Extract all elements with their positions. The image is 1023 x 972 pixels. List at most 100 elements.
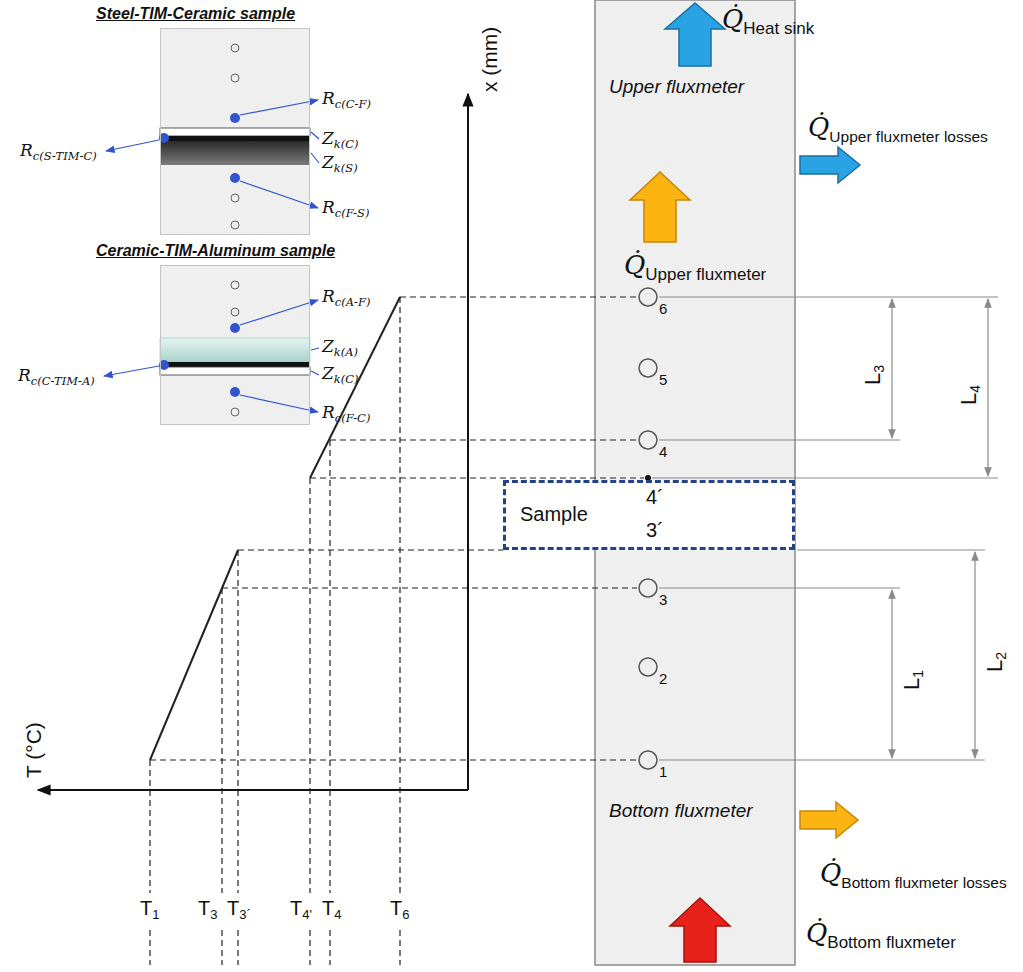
resistance-label: Z xyxy=(322,363,334,383)
dimension-line xyxy=(659,439,900,440)
projection-line xyxy=(221,588,222,893)
projection-line xyxy=(309,478,310,893)
heat-flow-label: Q̇Heat sink xyxy=(722,4,814,34)
thermocouple-number: 4 xyxy=(659,443,667,460)
dimension-label: L4 xyxy=(956,385,982,405)
resistance-label: R xyxy=(20,140,33,160)
dimension-label: L xyxy=(899,678,924,690)
dimension-line xyxy=(797,549,985,550)
subscript: k(S) xyxy=(334,161,358,175)
projection-line xyxy=(149,760,150,893)
dimension-label: L1 xyxy=(899,670,925,690)
inset-steel-ceramic xyxy=(159,113,240,183)
resistance-label: Rc(C-F) xyxy=(322,88,371,108)
inset-steel-ceramic xyxy=(311,153,319,163)
thermocouple-number: 1 xyxy=(659,763,667,781)
resistance-label: Zk(C) xyxy=(322,128,359,148)
inset-steel-ceramic xyxy=(231,74,239,82)
thermocouple-number: 2 xyxy=(659,670,667,688)
thermocouple-hole xyxy=(639,658,657,676)
sample-inset: Ceramic-TIM-Aluminum sample xyxy=(160,265,310,425)
axis-arrow xyxy=(467,94,469,790)
resistance-label: R xyxy=(322,197,335,217)
heat-flow-label: Q̇ xyxy=(722,4,743,34)
inset-steel-ceramic xyxy=(106,140,159,151)
subscript: Bottom fluxmeter losses xyxy=(841,874,1006,891)
heat-flow-arrow xyxy=(670,898,730,962)
projection-line xyxy=(330,439,637,440)
inset-ceramic-aluminum xyxy=(104,300,319,412)
temperature-label: T xyxy=(390,897,402,919)
heat-flow-label: Q̇Upper fluxmeter xyxy=(624,250,766,280)
resistance-label: Rc(A-F) xyxy=(322,286,370,306)
thermocouple-hole xyxy=(639,579,657,597)
dimension-label: L3 xyxy=(860,365,886,385)
temperature-label: T3´ xyxy=(227,897,251,920)
heat-flow-arrow xyxy=(800,802,858,838)
resistance-label: Zk(S) xyxy=(322,152,358,172)
subscript: c(A-F) xyxy=(335,295,371,309)
sample-inset: Steel-TIM-Ceramic sample xyxy=(160,28,310,235)
temperature-label: T4' xyxy=(290,897,312,920)
temperature-profile xyxy=(310,297,400,478)
temperature-label: T3 xyxy=(198,897,217,920)
heat-flow-label: Q̇ xyxy=(624,250,645,280)
subscript: c(F-S) xyxy=(335,206,370,220)
thermocouple-number: 3 xyxy=(659,591,667,609)
inset-ceramic-aluminum xyxy=(231,281,239,289)
temperature-label: T xyxy=(322,897,334,919)
dimension-line xyxy=(659,759,985,760)
subscript: 1 xyxy=(152,907,159,922)
temperature-profile xyxy=(150,297,400,760)
subscript: c(C-F) xyxy=(335,97,371,111)
projection-line xyxy=(221,930,222,965)
resistance-label: R xyxy=(322,402,335,422)
projection-line xyxy=(309,930,310,965)
thermocouple-hole xyxy=(639,288,657,306)
inset-steel-ceramic xyxy=(231,194,239,202)
inset-heading: Ceramic-TIM-Aluminum sample xyxy=(96,242,335,260)
dimension-label: L xyxy=(982,660,1007,672)
inset-ceramic-aluminum xyxy=(104,366,159,376)
axis-arrow xyxy=(38,789,468,791)
subscript: Upper fluxmeter losses xyxy=(829,128,988,145)
dimension-line xyxy=(891,590,892,758)
axis-label: T (°C) xyxy=(22,722,45,778)
subscript: Bottom fluxmeter xyxy=(827,933,956,952)
inset-ceramic-aluminum xyxy=(160,265,310,425)
resistance-label: Zk(A) xyxy=(322,336,358,356)
axis-label: x (mm) xyxy=(478,27,502,92)
inset-ceramic-aluminum xyxy=(159,323,240,397)
resistance-label: Rc(C-TIM-A) xyxy=(18,365,95,385)
inset-steel-ceramic xyxy=(160,141,310,165)
subscript: c(F-C) xyxy=(335,411,371,425)
inset-ceramic-aluminum xyxy=(231,408,239,416)
inset-ceramic-aluminum xyxy=(230,323,240,333)
subscript: Heat sink xyxy=(743,19,814,38)
box-label: Bottom fluxmeter xyxy=(609,800,753,822)
thermocouple-number: 6 xyxy=(659,300,667,318)
inset-heading: Steel-TIM-Ceramic sample xyxy=(96,5,295,23)
inset-steel-ceramic xyxy=(231,221,239,229)
subscript: 2 xyxy=(993,652,1009,660)
thermocouple-number: 5 xyxy=(659,371,667,388)
inset-steel-ceramic xyxy=(230,173,240,183)
dimension-line xyxy=(652,297,998,760)
box-label: 4´ xyxy=(646,486,664,509)
dimension-line xyxy=(659,296,998,297)
dimension-line xyxy=(987,299,988,476)
inset-steel-ceramic xyxy=(240,181,318,208)
resistance-label: Zk(C) xyxy=(322,363,359,383)
dimension-label: L2 xyxy=(982,652,1008,672)
box-label: 3´ xyxy=(646,519,664,542)
resistance-label: R xyxy=(322,88,335,108)
thermocouple-hole xyxy=(639,431,657,449)
projection-line xyxy=(399,930,400,965)
inset-ceramic-aluminum xyxy=(230,387,240,397)
heat-flow-label: Q̇ xyxy=(808,112,829,142)
dimension-label: L xyxy=(956,393,981,405)
subscript: k(C) xyxy=(334,372,359,386)
inset-ceramic-aluminum xyxy=(240,300,318,325)
inset-ceramic-aluminum xyxy=(240,395,318,412)
resistance-label: R xyxy=(18,365,31,385)
